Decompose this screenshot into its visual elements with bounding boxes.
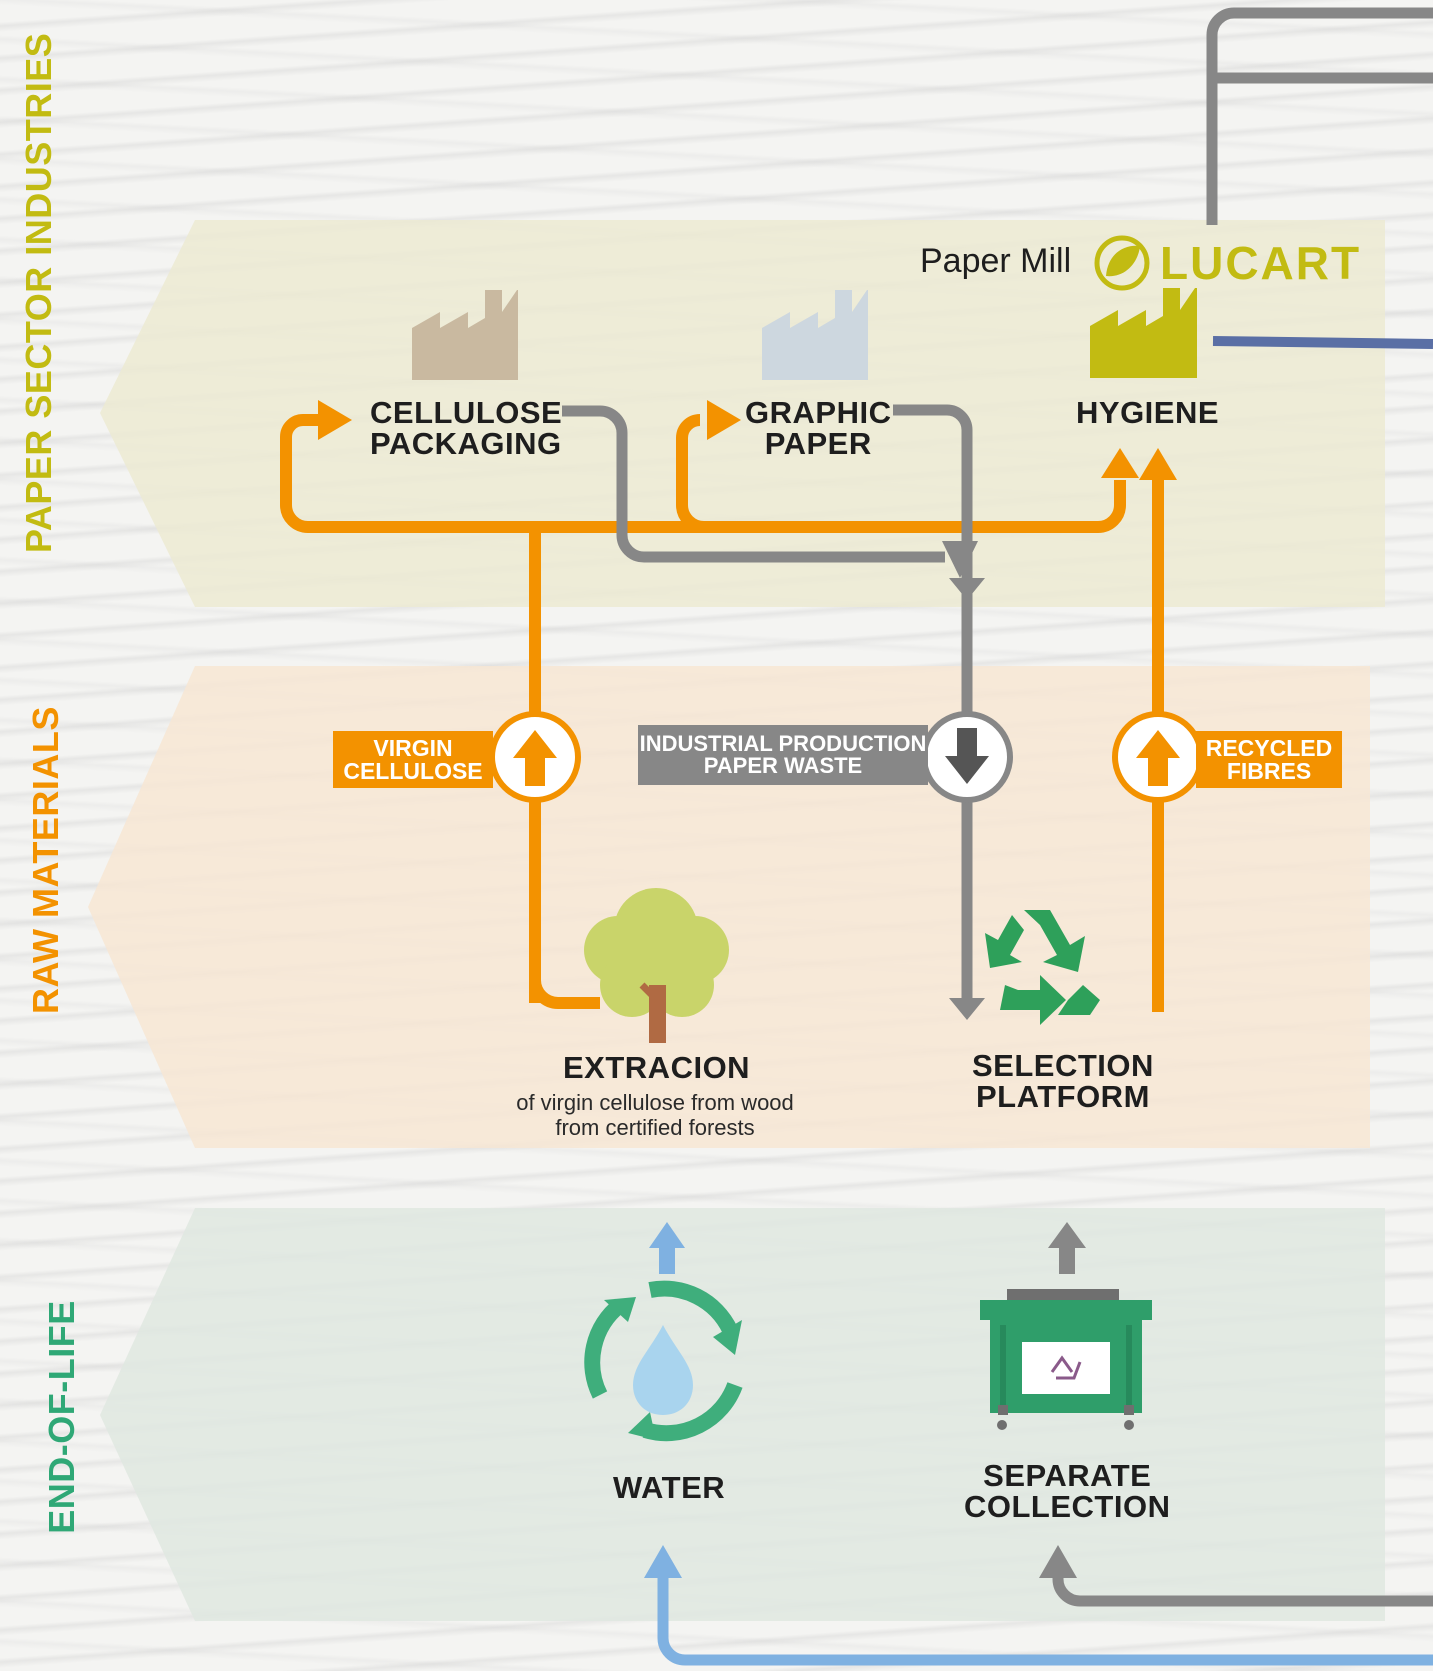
collection-up-arrow — [1048, 1222, 1086, 1274]
node-separate-collection: SEPARATE COLLECTION — [964, 1460, 1171, 1522]
factory-icon-graphic — [762, 290, 868, 380]
section-paper-sector-line1: PAPER SECTOR — [18, 266, 59, 553]
orange-arrowhead-hygiene-left — [1101, 448, 1139, 478]
brand-name: LUCART — [1160, 237, 1362, 289]
section-raw-materials-line1: RAW — [25, 928, 66, 1015]
node-selection-platform: SELECTION PLATFORM — [972, 1050, 1154, 1112]
orange-line-graphic — [676, 414, 705, 533]
factory-icon-hygiene — [1090, 288, 1197, 378]
node-graphic-paper: GRAPHIC PAPER — [745, 397, 891, 459]
node-extraction-title: EXTRACION — [563, 1050, 751, 1085]
grey-line-packaging-waste — [562, 405, 945, 563]
node-selection-platform-line2: PLATFORM — [976, 1079, 1150, 1114]
grey-return-line-top — [1206, 7, 1433, 225]
water-up-arrow — [649, 1222, 685, 1274]
node-hygiene-line1: HYGIENE — [1076, 395, 1220, 430]
grey-arrowhead-collection — [1039, 1545, 1077, 1578]
orange-line-tree-link — [529, 979, 600, 1009]
extraction-subtitle-line2: from certified forests — [555, 1115, 755, 1141]
section-end-of-life: END-OF-LIFE — [41, 1297, 89, 1537]
flow-tag-virgin-line2: CELLULOSE — [343, 757, 483, 784]
section-raw-materials: RAW MATERIALS — [25, 706, 107, 1014]
grey-arrowhead-top-merge — [949, 578, 985, 600]
extraction-subtitle-line1: of virgin cellulose from wood — [516, 1090, 794, 1115]
node-selection-platform-line1: SELECTION — [972, 1048, 1154, 1083]
recycling-container-icon — [980, 1289, 1152, 1430]
node-separate-collection-line2: COLLECTION — [964, 1489, 1171, 1524]
node-extraction-subtitle: of virgin cellulose from wood from certi… — [505, 1090, 805, 1141]
orange-arrowhead-hygiene-right — [1139, 448, 1177, 480]
navy-line-hygiene — [1212, 336, 1433, 349]
tree-icon — [584, 888, 729, 1043]
section-raw-materials-line2: MATERIALS — [25, 706, 66, 918]
node-separate-collection-line1: SEPARATE — [983, 1458, 1152, 1493]
factory-icon-packaging — [412, 290, 518, 380]
node-water-line1: WATER — [613, 1470, 726, 1505]
blue-arrowhead-water — [644, 1545, 682, 1578]
industrial-waste-arrow-badge — [921, 711, 1013, 803]
grey-arrowhead-selection — [949, 998, 985, 1020]
grey-return-line-collection — [1052, 1575, 1433, 1607]
node-graphic-paper-line2: PAPER — [764, 426, 872, 461]
flow-tag-industrial-waste: INDUSTRIAL PRODUCTION PAPER WASTE — [638, 725, 928, 785]
virgin-cellulose-arrow-badge — [489, 711, 581, 803]
node-cellulose-packaging: CELLULOSE PACKAGING — [370, 397, 562, 459]
orange-arrowhead-packaging — [318, 400, 352, 440]
section-paper-sector-line2: INDUSTRIES — [18, 32, 59, 256]
node-graphic-paper-line1: GRAPHIC — [745, 395, 892, 430]
water-cycle-icon — [584, 1280, 743, 1442]
leaf-circle-icon — [1094, 235, 1150, 291]
recycled-fibres-arrow-badge — [1112, 711, 1204, 803]
node-cellulose-packaging-line2: PACKAGING — [370, 426, 562, 461]
flow-tag-recycled-line1: RECYCLED — [1205, 734, 1333, 761]
paper-mill-brand: Paper Mill — [920, 242, 1071, 281]
flow-tag-virgin-cellulose: VIRGIN CELLULOSE — [333, 731, 493, 788]
recycle-icon — [985, 910, 1100, 1025]
flow-tag-waste-line1: INDUSTRIAL PRODUCTION — [639, 731, 927, 756]
flow-tag-recycled-line2: FIBRES — [1226, 757, 1312, 784]
section-end-of-life-line1: END-OF-LIFE — [41, 1300, 82, 1534]
node-hygiene: HYGIENE — [1076, 397, 1219, 428]
grey-line-graphic-waste — [893, 404, 973, 1000]
flow-tag-waste-line2: PAPER WASTE — [703, 753, 863, 778]
orange-arrowhead-graphic — [707, 400, 741, 440]
node-cellulose-packaging-line1: CELLULOSE — [370, 395, 563, 430]
blue-return-line-water — [657, 1575, 1433, 1666]
node-water: WATER — [613, 1472, 725, 1503]
band-paper-sector — [100, 220, 1385, 607]
flow-tag-recycled-fibres: RECYCLED FIBRES — [1196, 731, 1342, 788]
flow-tag-virgin-line1: VIRGIN — [373, 734, 453, 761]
brand-prefix: Paper Mill — [920, 242, 1072, 280]
band-end-of-life — [100, 1208, 1385, 1621]
section-paper-sector: PAPER SECTOR INDUSTRIES — [18, 33, 102, 553]
orange-line-distribution — [280, 414, 1126, 533]
